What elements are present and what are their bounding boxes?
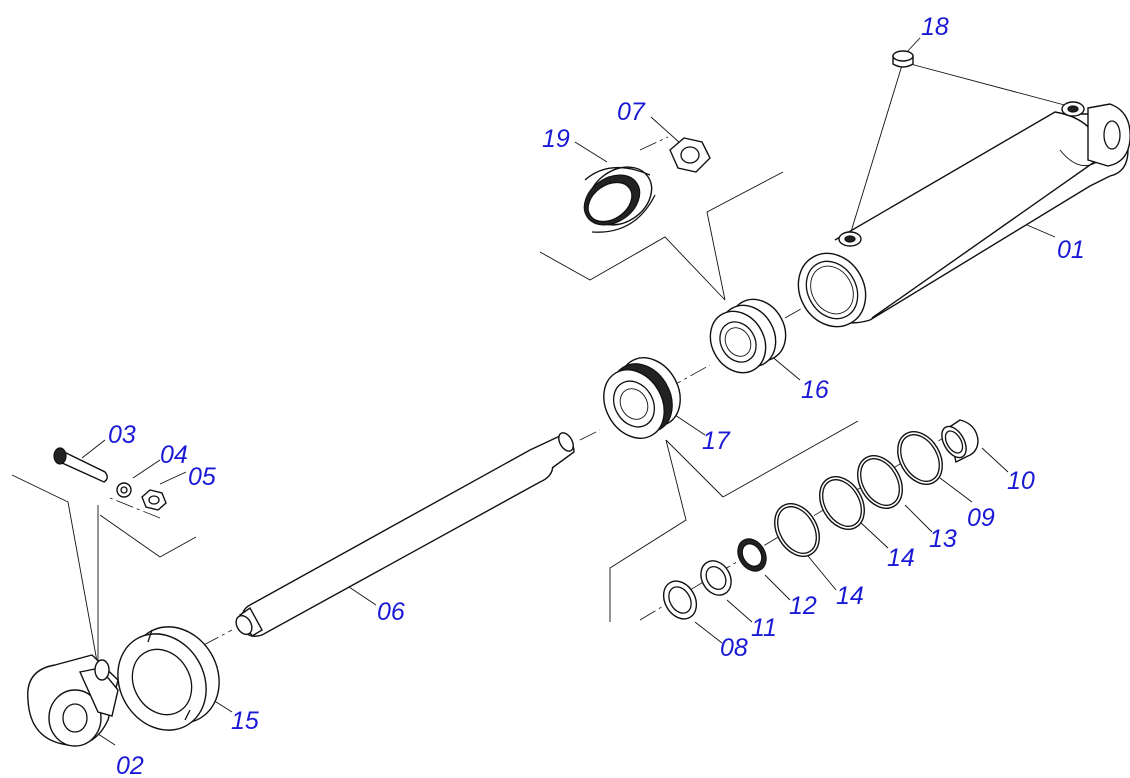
- label-07: 07: [617, 98, 646, 126]
- backup-ring-part-12: [737, 538, 767, 572]
- lock-ring-part-15: [117, 626, 220, 731]
- label-16: 16: [801, 376, 829, 404]
- wiper-part-08: [662, 580, 698, 620]
- label-05: 05: [188, 463, 216, 491]
- label-09: 09: [967, 504, 995, 532]
- o-ring-part-09: [897, 431, 943, 485]
- piston-part-17: [603, 357, 681, 439]
- callout-labels: 01 02 03 04 05 06 07 08 09 10 11 12 13 1…: [108, 13, 1085, 778]
- label-14-upper: 14: [887, 544, 915, 572]
- nut-part-05: [141, 489, 167, 511]
- label-01: 01: [1057, 236, 1085, 264]
- cylinder-barrel-part-01: [797, 101, 1130, 328]
- bushing-part-10: [941, 419, 979, 464]
- guide-ring-part-19: [583, 166, 656, 233]
- label-12: 12: [789, 592, 817, 620]
- rod-seal-part-11: [700, 560, 732, 596]
- washer-part-04: [116, 482, 132, 498]
- port-plug-part-18: [892, 50, 914, 68]
- label-10: 10: [1007, 467, 1035, 495]
- rod-clevis-part-02: [27, 654, 119, 747]
- gland-part-16: [709, 298, 787, 374]
- seal-kit-parts: [662, 419, 979, 620]
- bolt-part-03: [53, 447, 108, 483]
- label-13: 13: [929, 525, 957, 553]
- o-ring-part-14-a: [774, 503, 820, 557]
- label-17: 17: [702, 427, 731, 455]
- label-04: 04: [160, 441, 188, 469]
- piston-rod-part-06: [235, 432, 575, 637]
- label-08: 08: [720, 634, 748, 662]
- label-15: 15: [231, 707, 259, 735]
- nut-part-07: [669, 137, 711, 173]
- label-14-lower: 14: [836, 582, 864, 610]
- center-axis-lines: [99, 136, 946, 701]
- label-19: 19: [542, 125, 570, 153]
- label-18: 18: [921, 13, 949, 41]
- piston-seal-part-13: [857, 455, 903, 509]
- label-11: 11: [751, 614, 777, 642]
- label-03: 03: [108, 421, 136, 449]
- label-06: 06: [377, 598, 405, 626]
- o-ring-part-14-b: [819, 476, 865, 530]
- label-02: 02: [116, 752, 144, 778]
